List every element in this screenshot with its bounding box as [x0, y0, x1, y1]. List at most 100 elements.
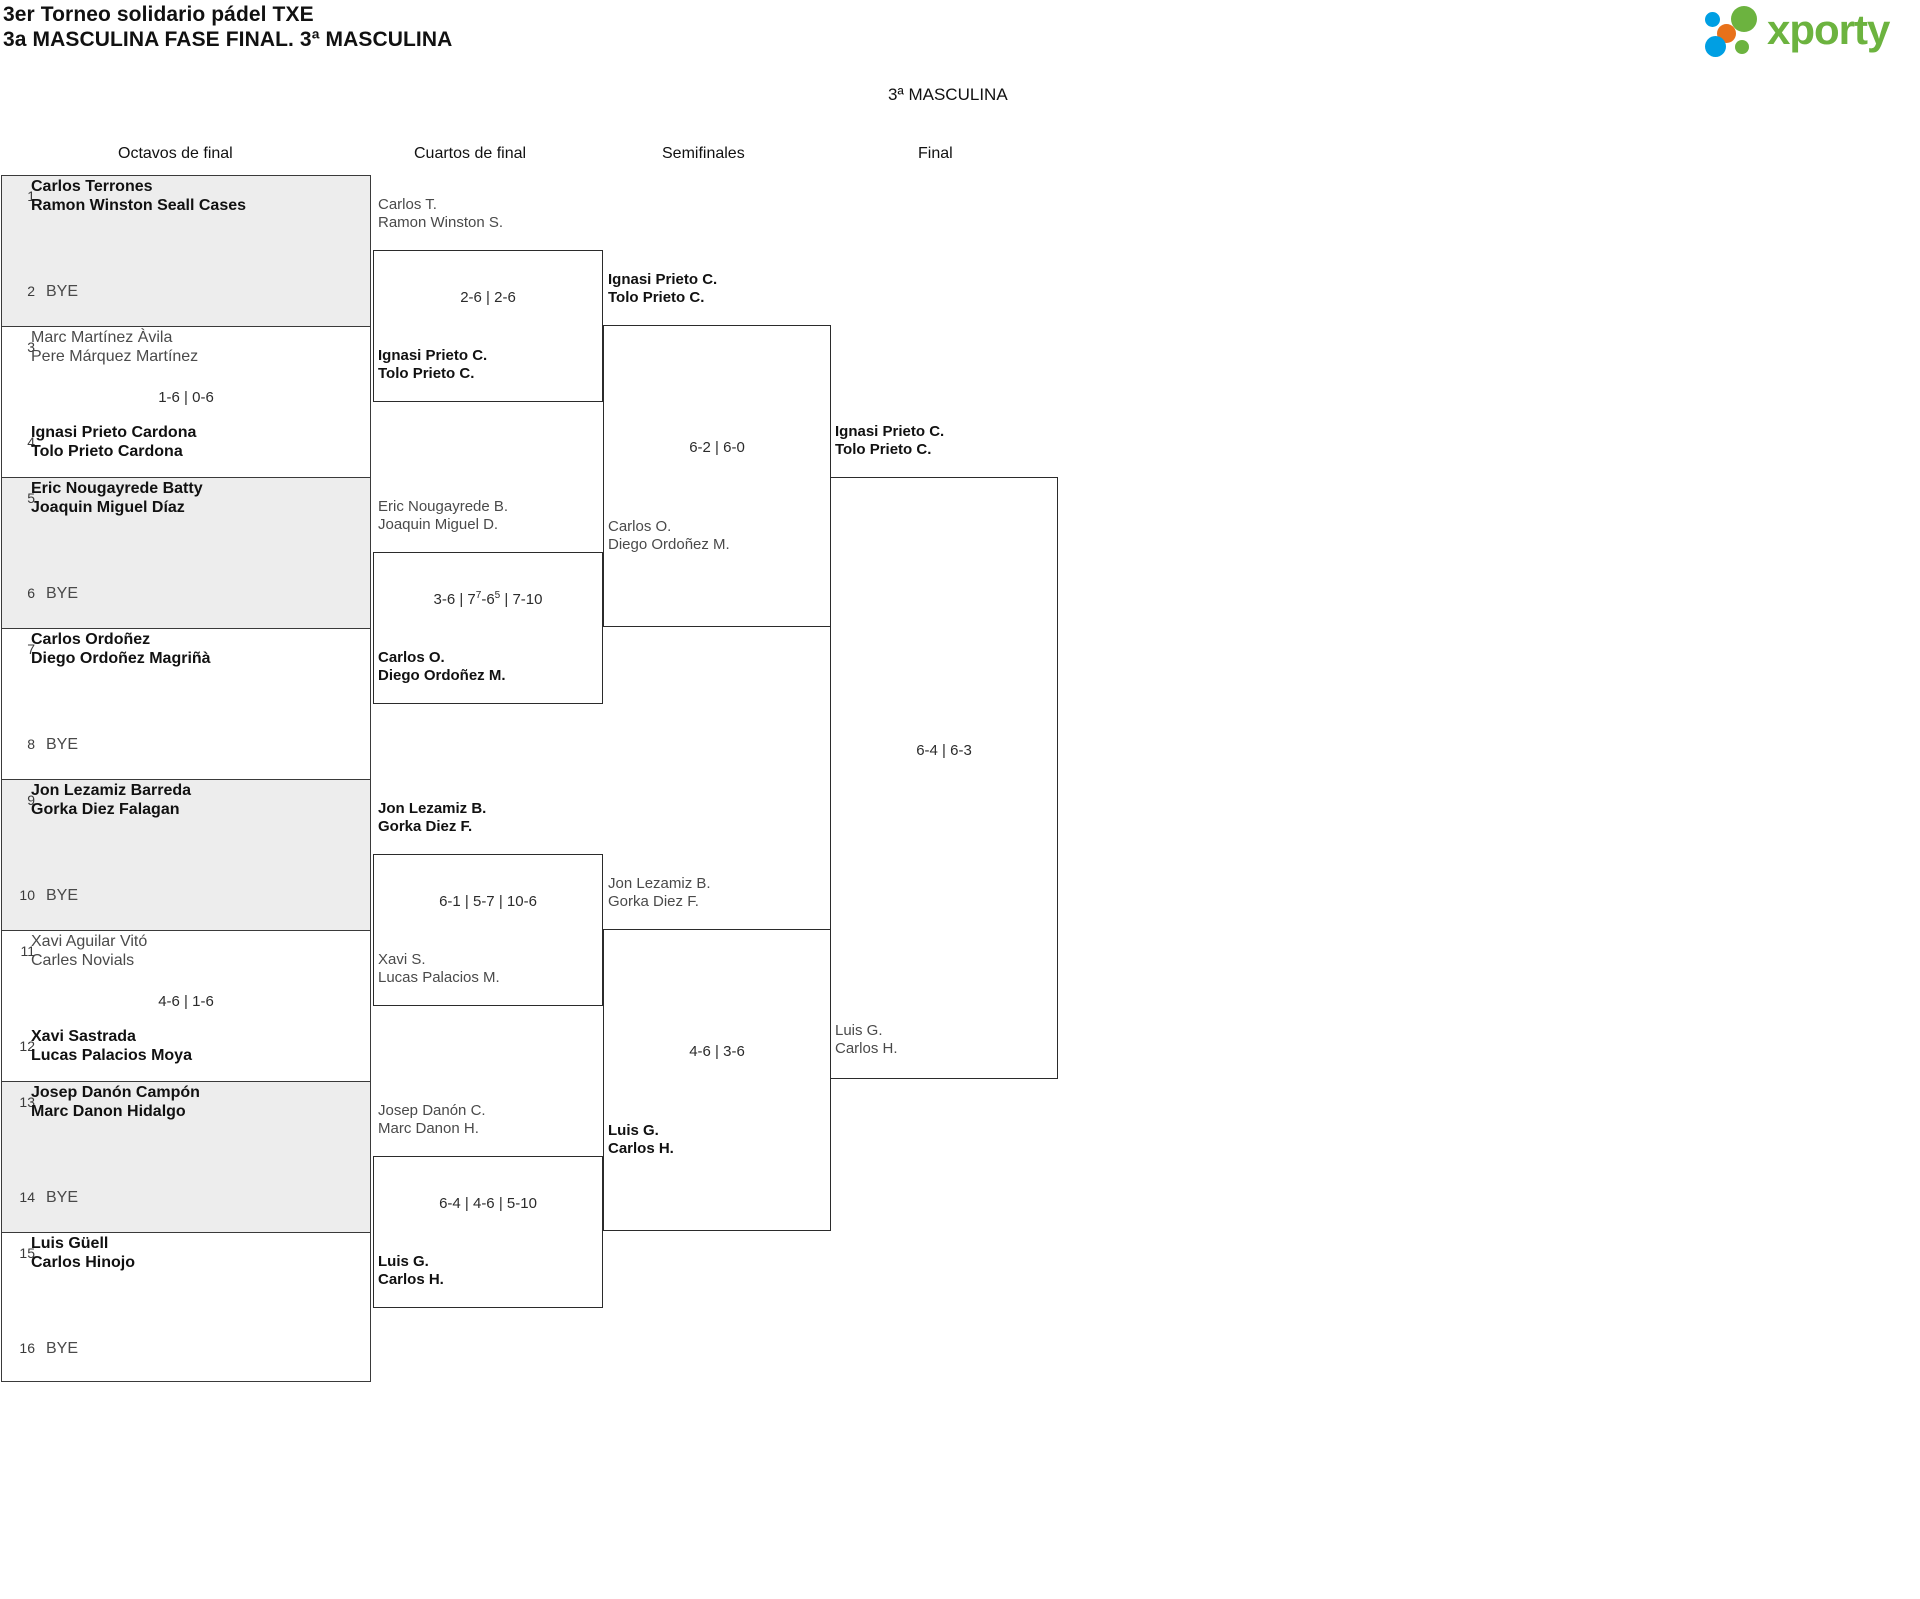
- team-names: Xavi Sastrada Lucas Palacios Moya: [31, 1027, 192, 1065]
- seed-number: 15: [19, 1245, 35, 1261]
- round1-slot[interactable]: 16 BYE: [2, 1328, 370, 1372]
- round1-pair[interactable]: 13 Josep Danón Campón Marc Danon Hidalgo…: [2, 1082, 370, 1233]
- player-1: Eric Nougayrede Batty: [31, 480, 203, 497]
- round1-slot[interactable]: 10 BYE: [2, 875, 370, 919]
- player-2: Carlos H.: [835, 1040, 898, 1057]
- round1-pair[interactable]: 11 Xavi Aguilar Vitó Carles Novials 4-6 …: [2, 931, 370, 1082]
- round2-team-bottom[interactable]: Carlos O. Diego Ordoñez M.: [378, 649, 506, 685]
- round4-team-bottom[interactable]: Luis G. Carlos H.: [835, 1022, 898, 1058]
- round1-slot[interactable]: 14 BYE: [2, 1177, 370, 1221]
- round1-slot[interactable]: 15 Luis Güell Carlos Hinojo: [2, 1233, 370, 1277]
- player-2: Tolo Prieto C.: [608, 289, 705, 306]
- match-score: 4-6 | 3-6: [689, 1043, 745, 1060]
- round1-pair[interactable]: 15 Luis Güell Carlos Hinojo 16 BYE: [2, 1233, 370, 1383]
- round2-team-top[interactable]: Jon Lezamiz B. Gorka Diez F.: [378, 800, 486, 836]
- player-1: Carlos O.: [608, 518, 672, 535]
- round1-slot[interactable]: 1 Carlos Terrones Ramon Winston Seall Ca…: [2, 176, 370, 220]
- player-2: Diego Ordoñez Magriñà: [31, 650, 211, 667]
- player-2: Joaquin Miguel Díaz: [31, 499, 185, 516]
- player-1: Jon Lezamiz B.: [608, 875, 711, 892]
- match-score: 4-6 | 1-6: [158, 993, 214, 1010]
- player-1: Xavi Sastrada: [31, 1028, 136, 1045]
- round1-pair[interactable]: 5 Eric Nougayrede Batty Joaquin Miguel D…: [2, 478, 370, 629]
- xporty-logo[interactable]: xporty: [1705, 4, 1911, 60]
- bye-label: BYE: [46, 1340, 79, 1357]
- round1-slot[interactable]: 4 Ignasi Prieto Cardona Tolo Prieto Card…: [2, 422, 370, 466]
- round3-team-top[interactable]: Ignasi Prieto C. Tolo Prieto C.: [608, 271, 717, 307]
- round1-pair[interactable]: 1 Carlos Terrones Ramon Winston Seall Ca…: [2, 176, 370, 327]
- logo-dot-blue-top: [1705, 12, 1720, 27]
- player-2: Carlos Hinojo: [31, 1254, 136, 1271]
- round1-slot[interactable]: 5 Eric Nougayrede Batty Joaquin Miguel D…: [2, 478, 370, 522]
- round1-column: 1 Carlos Terrones Ramon Winston Seall Ca…: [1, 175, 371, 1382]
- match-score: 1-6 | 0-6: [158, 389, 214, 406]
- player-1: Luis Güell: [31, 1235, 109, 1252]
- round1-slot[interactable]: 8 BYE: [2, 724, 370, 768]
- bye-label: BYE: [46, 1189, 79, 1206]
- round1-slot[interactable]: 9 Jon Lezamiz Barreda Gorka Diez Falagan: [2, 780, 370, 824]
- round3-team-top[interactable]: Jon Lezamiz B. Gorka Diez F.: [608, 875, 711, 911]
- tournament-subtitle: 3a MASCULINA FASE FINAL. 3ª MASCULINA: [3, 28, 453, 51]
- player-1: Carlos O.: [378, 649, 445, 666]
- seed-number: 13: [19, 1094, 35, 1110]
- round1-pair[interactable]: 7 Carlos Ordoñez Diego Ordoñez Magriñà 8…: [2, 629, 370, 780]
- round2-match-box[interactable]: [373, 1156, 603, 1308]
- round2-match-box[interactable]: [373, 854, 603, 1006]
- player-1: Carlos Ordoñez: [31, 631, 151, 648]
- round1-slot[interactable]: 6 BYE: [2, 573, 370, 617]
- tiebreak-sup: 7: [475, 590, 482, 601]
- round3-team-bottom[interactable]: Carlos O. Diego Ordoñez M.: [608, 518, 730, 554]
- team-names: Xavi Aguilar Vitó Carles Novials: [31, 932, 147, 970]
- player-2: Joaquin Miguel D.: [378, 516, 499, 533]
- round2-team-top[interactable]: Eric Nougayrede B. Joaquin Miguel D.: [378, 498, 508, 534]
- page-header: 3er Torneo solidario pádel TXE 3a MASCUL…: [0, 0, 1920, 70]
- round2-team-bottom[interactable]: Ignasi Prieto C. Tolo Prieto C.: [378, 347, 487, 383]
- round1-pair[interactable]: 3 Marc Martínez Àvila Pere Márquez Martí…: [2, 327, 370, 478]
- seed-number: 8: [27, 736, 35, 752]
- seed-number: 1: [27, 188, 35, 204]
- player-1: Eric Nougayrede B.: [378, 498, 509, 515]
- logo-wordmark: xporty: [1767, 6, 1890, 53]
- seed-number: 6: [27, 585, 35, 601]
- round1-slot[interactable]: 7 Carlos Ordoñez Diego Ordoñez Magriñà: [2, 629, 370, 673]
- player-2: Diego Ordoñez M.: [608, 536, 730, 553]
- round4-match-box[interactable]: [830, 477, 1058, 1079]
- player-1: Marc Martínez Àvila: [31, 329, 173, 346]
- player-2: Gorka Diez F.: [608, 893, 699, 910]
- player-1: Luis G.: [608, 1122, 659, 1139]
- round2-match-box[interactable]: [373, 250, 603, 402]
- player-1: Xavi Aguilar Vitó: [31, 933, 148, 950]
- bye-label: BYE: [46, 887, 79, 904]
- player-1: Ignasi Prieto C.: [378, 347, 488, 364]
- round2-team-bottom[interactable]: Xavi S. Lucas Palacios M.: [378, 951, 500, 987]
- seed-number: 12: [19, 1038, 35, 1054]
- tournament-title: 3er Torneo solidario pádel TXE: [3, 3, 314, 26]
- round1-pair[interactable]: 9 Jon Lezamiz Barreda Gorka Diez Falagan…: [2, 780, 370, 931]
- round1-slot[interactable]: 3 Marc Martínez Àvila Pere Márquez Martí…: [2, 327, 370, 371]
- logo-dot-green-small: [1735, 40, 1749, 54]
- player-2: Carles Novials: [31, 952, 135, 969]
- team-names: Ignasi Prieto Cardona Tolo Prieto Cardon…: [31, 423, 196, 461]
- match-score: 6-4 | 4-6 | 5-10: [439, 1195, 537, 1212]
- round2-match-box[interactable]: [373, 552, 603, 704]
- player-2: Tolo Prieto Cardona: [31, 443, 183, 460]
- round2-team-top[interactable]: Carlos T. Ramon Winston S.: [378, 196, 503, 232]
- round3-match-box[interactable]: [603, 929, 831, 1231]
- round1-slot[interactable]: 2 BYE: [2, 271, 370, 315]
- seed-number: 7: [27, 641, 35, 657]
- round2-team-top[interactable]: Josep Danón C. Marc Danon H.: [378, 1102, 486, 1138]
- round3-team-bottom[interactable]: Luis G. Carlos H.: [608, 1122, 674, 1158]
- seed-number: 16: [19, 1340, 35, 1356]
- round3-match-box[interactable]: [603, 325, 831, 627]
- round1-slot[interactable]: 11 Xavi Aguilar Vitó Carles Novials: [2, 931, 370, 975]
- player-2: Gorka Diez Falagan: [31, 801, 180, 818]
- round1-slot[interactable]: 12 Xavi Sastrada Lucas Palacios Moya: [2, 1026, 370, 1070]
- match-score: 6-2 | 6-0: [689, 439, 745, 456]
- round1-slot[interactable]: 13 Josep Danón Campón Marc Danon Hidalgo: [2, 1082, 370, 1126]
- seed-number: 3: [27, 339, 35, 355]
- round2-team-bottom[interactable]: Luis G. Carlos H.: [378, 1253, 444, 1289]
- round4-team-top[interactable]: Ignasi Prieto C. Tolo Prieto C.: [835, 423, 944, 459]
- player-1: Luis G.: [835, 1022, 883, 1039]
- player-2: Tolo Prieto C.: [378, 365, 475, 382]
- player-2: Gorka Diez F.: [378, 818, 473, 835]
